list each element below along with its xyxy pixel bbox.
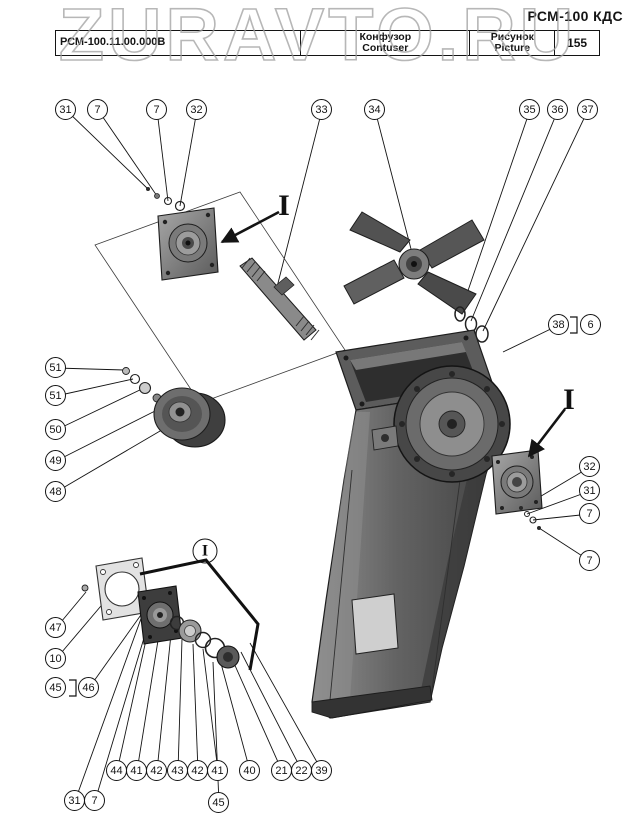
callout-34: 34 <box>364 99 385 120</box>
callout-7: 7 <box>146 99 167 120</box>
section-view-label: I <box>278 189 290 222</box>
conveyor-housing <box>311 329 511 719</box>
callout-31: 31 <box>579 480 600 501</box>
callout-42: 42 <box>187 760 208 781</box>
figure-label-en: Picture <box>494 42 531 54</box>
callout-48: 48 <box>45 481 66 502</box>
pulley <box>122 367 226 448</box>
callout-brackets <box>69 316 578 697</box>
callout-39: 39 <box>311 760 332 781</box>
callout-50: 50 <box>45 419 66 440</box>
callout-37: 37 <box>577 99 598 120</box>
callout-41: 41 <box>126 760 147 781</box>
callout-36: 36 <box>547 99 568 120</box>
callout-7: 7 <box>579 503 600 524</box>
callout-7: 7 <box>87 99 108 120</box>
callout-21: 21 <box>271 760 292 781</box>
bearing-unit-right <box>491 449 543 530</box>
callout-35: 35 <box>519 99 540 120</box>
section-cut-line <box>139 558 260 671</box>
drawing-number: РСМ-100.11.00.000В <box>60 36 166 49</box>
section-view-label: I <box>563 383 575 416</box>
callout-6: 6 <box>580 314 601 335</box>
callout-44: 44 <box>106 760 127 781</box>
catalog-title: РСМ-100 КДС <box>527 8 623 24</box>
part-name: Конфузор Contuser <box>300 31 469 55</box>
figure-number: 155 <box>554 31 599 55</box>
callout-41: 41 <box>207 760 228 781</box>
callout-49: 49 <box>45 450 66 471</box>
callout-51: 51 <box>45 385 66 406</box>
callout-46: 46 <box>78 677 99 698</box>
part-name-ru: Конфузор <box>359 30 412 43</box>
bearing-unit-left <box>146 187 219 281</box>
callout-45: 45 <box>208 792 229 813</box>
callout-45: 45 <box>45 677 66 698</box>
callout-43: 43 <box>167 760 188 781</box>
callout-22: 22 <box>291 760 312 781</box>
leader-lines <box>55 109 591 804</box>
callout-40: 40 <box>239 760 260 781</box>
figure-label: Рисунок Picture <box>469 31 554 55</box>
callout-31: 31 <box>55 99 76 120</box>
flange-bearing-assembly <box>81 557 240 669</box>
view-arrow-right <box>527 408 567 458</box>
callout-10: 10 <box>45 648 66 669</box>
impeller <box>343 211 485 315</box>
callout-42: 42 <box>146 760 167 781</box>
callout-32: 32 <box>579 456 600 477</box>
callout-7: 7 <box>579 550 600 571</box>
figure-label-ru: Рисунок <box>490 30 534 43</box>
title-block: РСМ-100.11.00.000В Конфузор Contuser Рис… <box>55 30 600 56</box>
callout-38: 38 <box>548 314 569 335</box>
section-marker-circled: I <box>192 538 218 564</box>
assembly-plane-frame <box>94 191 346 404</box>
part-name-en: Contuser <box>362 42 409 54</box>
callout-51: 51 <box>45 357 66 378</box>
callout-33: 33 <box>311 99 332 120</box>
callout-7: 7 <box>84 790 105 811</box>
view-arrow-left <box>220 210 280 244</box>
callout-47: 47 <box>45 617 66 638</box>
drive-shaft <box>239 257 320 341</box>
callout-32: 32 <box>186 99 207 120</box>
callout-31: 31 <box>64 790 85 811</box>
